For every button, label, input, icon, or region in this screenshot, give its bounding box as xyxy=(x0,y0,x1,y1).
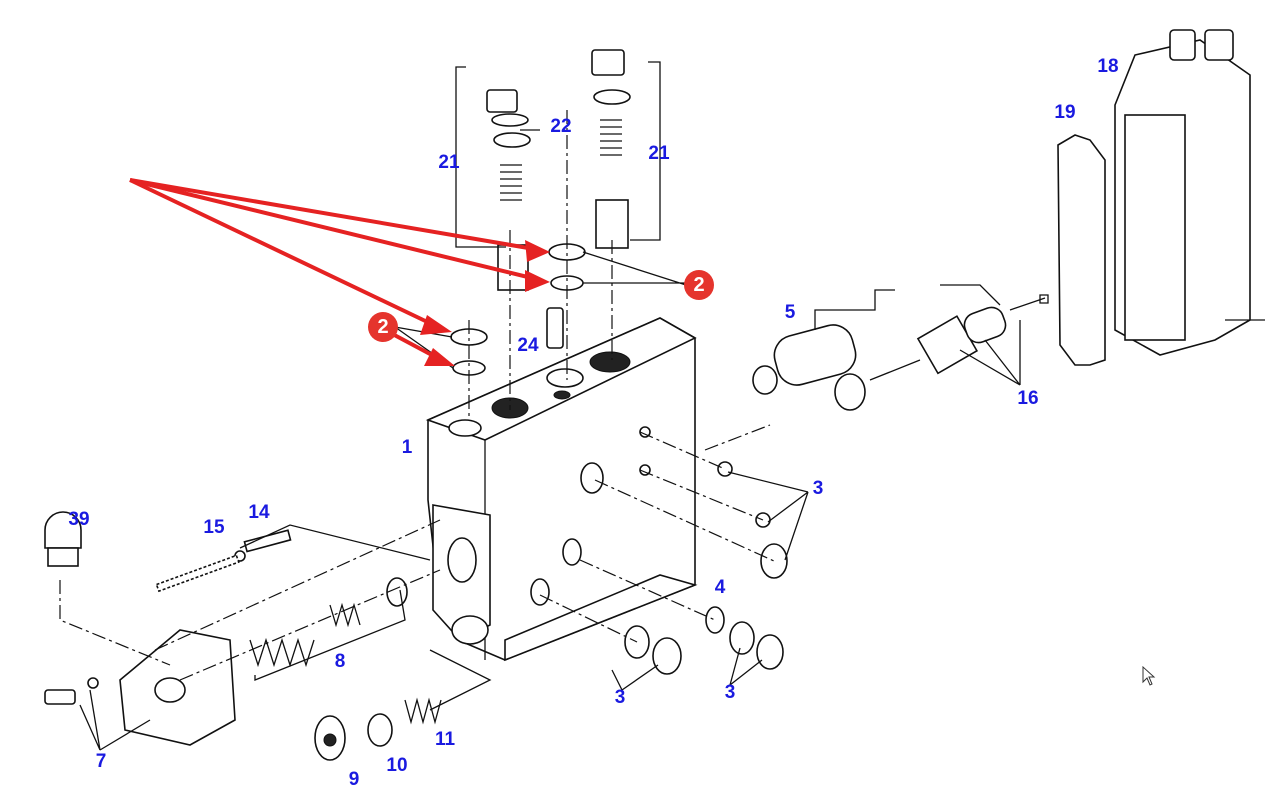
valve-block xyxy=(425,317,698,662)
part-label-3: 3 xyxy=(812,478,824,499)
callout-badge: 2 xyxy=(684,270,714,300)
part-label-3: 3 xyxy=(724,682,736,703)
part-label-19: 19 xyxy=(1054,102,1076,123)
part-label-18: 18 xyxy=(1097,56,1119,77)
part-label-7: 7 xyxy=(95,751,107,772)
springs xyxy=(44,511,442,761)
valve-cartridges xyxy=(486,49,631,349)
callout-badge: 2 xyxy=(368,312,398,342)
part-label-14: 14 xyxy=(248,502,270,523)
leader-lines xyxy=(59,61,1021,751)
part-label-8: 8 xyxy=(334,651,346,672)
end-cover xyxy=(44,629,236,746)
part-label-3: 3 xyxy=(614,687,626,708)
highlight-arrows xyxy=(129,178,550,366)
electronic-housing xyxy=(1057,29,1265,366)
part-label-24: 24 xyxy=(517,335,539,356)
mouse-pointer-icon xyxy=(1142,666,1156,686)
part-label-15: 15 xyxy=(203,517,225,538)
part-label-11: 11 xyxy=(434,729,456,750)
solenoids xyxy=(752,284,1049,411)
part-label-21: 21 xyxy=(648,143,670,164)
part-label-9: 9 xyxy=(348,769,360,790)
o-rings xyxy=(367,243,788,747)
part-label-1: 1 xyxy=(401,437,413,458)
part-label-4: 4 xyxy=(714,577,726,598)
part-label-10: 10 xyxy=(386,755,408,776)
part-label-16: 16 xyxy=(1017,388,1039,409)
part-label-21: 21 xyxy=(438,152,460,173)
part-label-5: 5 xyxy=(784,302,796,323)
part-label-22: 22 xyxy=(550,116,572,137)
part-label-39: 39 xyxy=(68,509,90,530)
